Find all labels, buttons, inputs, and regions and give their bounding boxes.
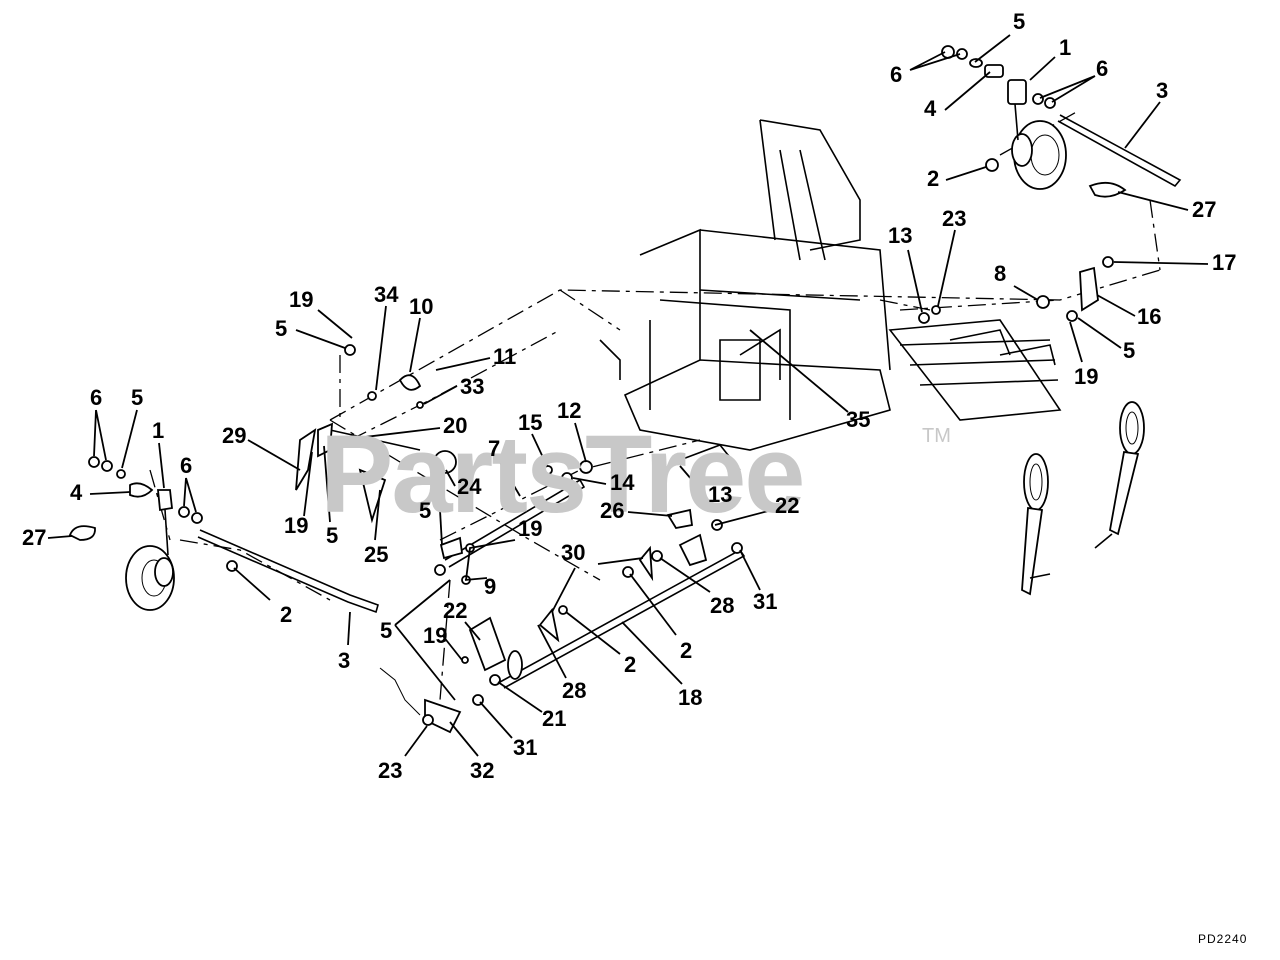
part-callout-c-5-top: 5 — [1013, 9, 1026, 34]
part-callout-c-18: 18 — [678, 685, 703, 710]
part-callout-c-10: 10 — [409, 294, 434, 319]
part-callout-c-34: 34 — [374, 282, 399, 307]
part-callout-c-19-right: 19 — [1074, 364, 1099, 389]
part-callout-c-6-top-l: 6 — [890, 62, 903, 87]
part-callout-c-4-top: 4 — [924, 96, 937, 121]
part-callout-c-16: 16 — [1137, 304, 1162, 329]
part-callout-c-28-a: 28 — [710, 593, 735, 618]
part-callout-c-1-top: 1 — [1059, 35, 1072, 60]
part-callout-c-30: 30 — [561, 540, 586, 565]
part-callout-c-5-d: 5 — [380, 618, 393, 643]
part-callout-c-19-c: 19 — [284, 513, 309, 538]
part-callout-c-19-a: 19 — [289, 287, 314, 312]
part-callout-c-5-b: 5 — [419, 498, 432, 523]
construction-lines — [149, 109, 1161, 701]
part-callout-c-9: 9 — [484, 574, 497, 599]
part-callout-c-6-top-r: 6 — [1096, 56, 1109, 81]
part-callout-c-3-top: 3 — [1156, 78, 1169, 103]
part-callout-c-23-a: 23 — [942, 206, 967, 231]
part-callout-c-6-left-b: 6 — [180, 453, 193, 478]
part-callout-c-8: 8 — [994, 261, 1007, 286]
part-callout-c-15: 15 — [518, 410, 543, 435]
part-callout-c-13-b: 13 — [708, 482, 733, 507]
part-callout-c-5-left: 5 — [131, 385, 144, 410]
center-linkage — [295, 344, 593, 585]
part-callout-c-4-left: 4 — [70, 480, 83, 505]
figure-code: PD2240 — [1198, 932, 1248, 946]
part-callout-c-20: 20 — [443, 413, 468, 438]
part-callout-c-7: 7 — [488, 436, 501, 461]
part-callout-c-31-b: 31 — [513, 735, 538, 760]
part-callout-c-2-c: 2 — [624, 652, 637, 677]
watermark: PartsTree — [320, 413, 805, 536]
part-callout-c-12: 12 — [557, 398, 582, 423]
part-callout-c-1-left: 1 — [152, 418, 165, 443]
part-callout-c-27-right: 27 — [1192, 197, 1217, 222]
part-callout-c-28-b: 28 — [562, 678, 587, 703]
part-callout-c-14: 14 — [610, 470, 635, 495]
part-callout-c-22-a: 22 — [775, 493, 800, 518]
part-callout-c-22-b: 22 — [443, 598, 468, 623]
part-callout-c-27-left: 27 — [22, 525, 47, 550]
pedal-assemblies — [1021, 401, 1145, 596]
part-callout-c-29: 29 — [222, 423, 247, 448]
part-callout-c-19-b: 19 — [518, 516, 543, 541]
part-callout-c-33: 33 — [460, 374, 485, 399]
part-callout-c-23-b: 23 — [378, 758, 403, 783]
part-callout-c-26: 26 — [600, 498, 625, 523]
wheel-assembly-right — [941, 45, 1182, 198]
part-callout-c-6-left: 6 — [90, 385, 103, 410]
part-callout-c-35: 35 — [846, 407, 871, 432]
part-callout-c-25: 25 — [364, 542, 389, 567]
part-callout-c-2-b: 2 — [680, 638, 693, 663]
part-callout-c-32: 32 — [470, 758, 495, 783]
part-callout-c-21: 21 — [542, 706, 567, 731]
part-callout-c-5-right: 5 — [1123, 338, 1136, 363]
part-callout-c-24: 24 — [457, 474, 482, 499]
watermark-trademark: TM — [922, 425, 951, 447]
part-callout-c-5-c: 5 — [326, 523, 339, 548]
part-callout-c-13-a: 13 — [888, 223, 913, 248]
right-linkage — [918, 256, 1114, 324]
leader-lines — [47, 34, 1209, 757]
part-callout-c-17: 17 — [1212, 250, 1237, 275]
part-callout-c-19-d: 19 — [423, 623, 448, 648]
part-callout-c-11: 11 — [493, 344, 517, 369]
wheel-assembly-left — [68, 456, 379, 614]
mower-frame — [599, 119, 1062, 471]
part-callout-c-31-a: 31 — [753, 589, 778, 614]
part-callout-c-2-top: 2 — [927, 166, 940, 191]
part-callout-c-2-left: 2 — [280, 602, 293, 627]
part-callout-c-5-a: 5 — [275, 316, 288, 341]
part-callout-c-3-left: 3 — [338, 648, 351, 673]
